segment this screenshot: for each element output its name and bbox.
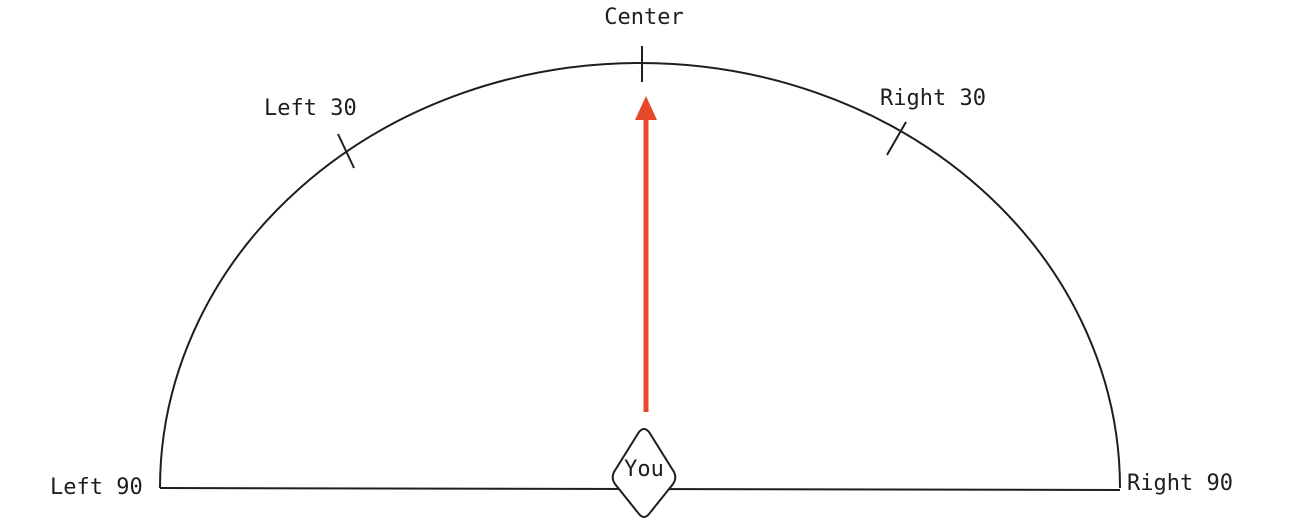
- right-90-label: Right 90: [1127, 471, 1233, 496]
- left-30-label: Left 30: [264, 96, 357, 121]
- direction-arrow-head: [635, 96, 657, 120]
- center-label: Center: [604, 5, 683, 30]
- left-90-label: Left 90: [50, 475, 143, 500]
- you-label: You: [624, 457, 664, 482]
- right-30-tick: [886, 121, 907, 156]
- direction-arc: [159, 62, 1121, 489]
- left-30-tick: [337, 133, 355, 169]
- right-30-label: Right 30: [880, 86, 986, 111]
- you-marker: [611, 428, 677, 518]
